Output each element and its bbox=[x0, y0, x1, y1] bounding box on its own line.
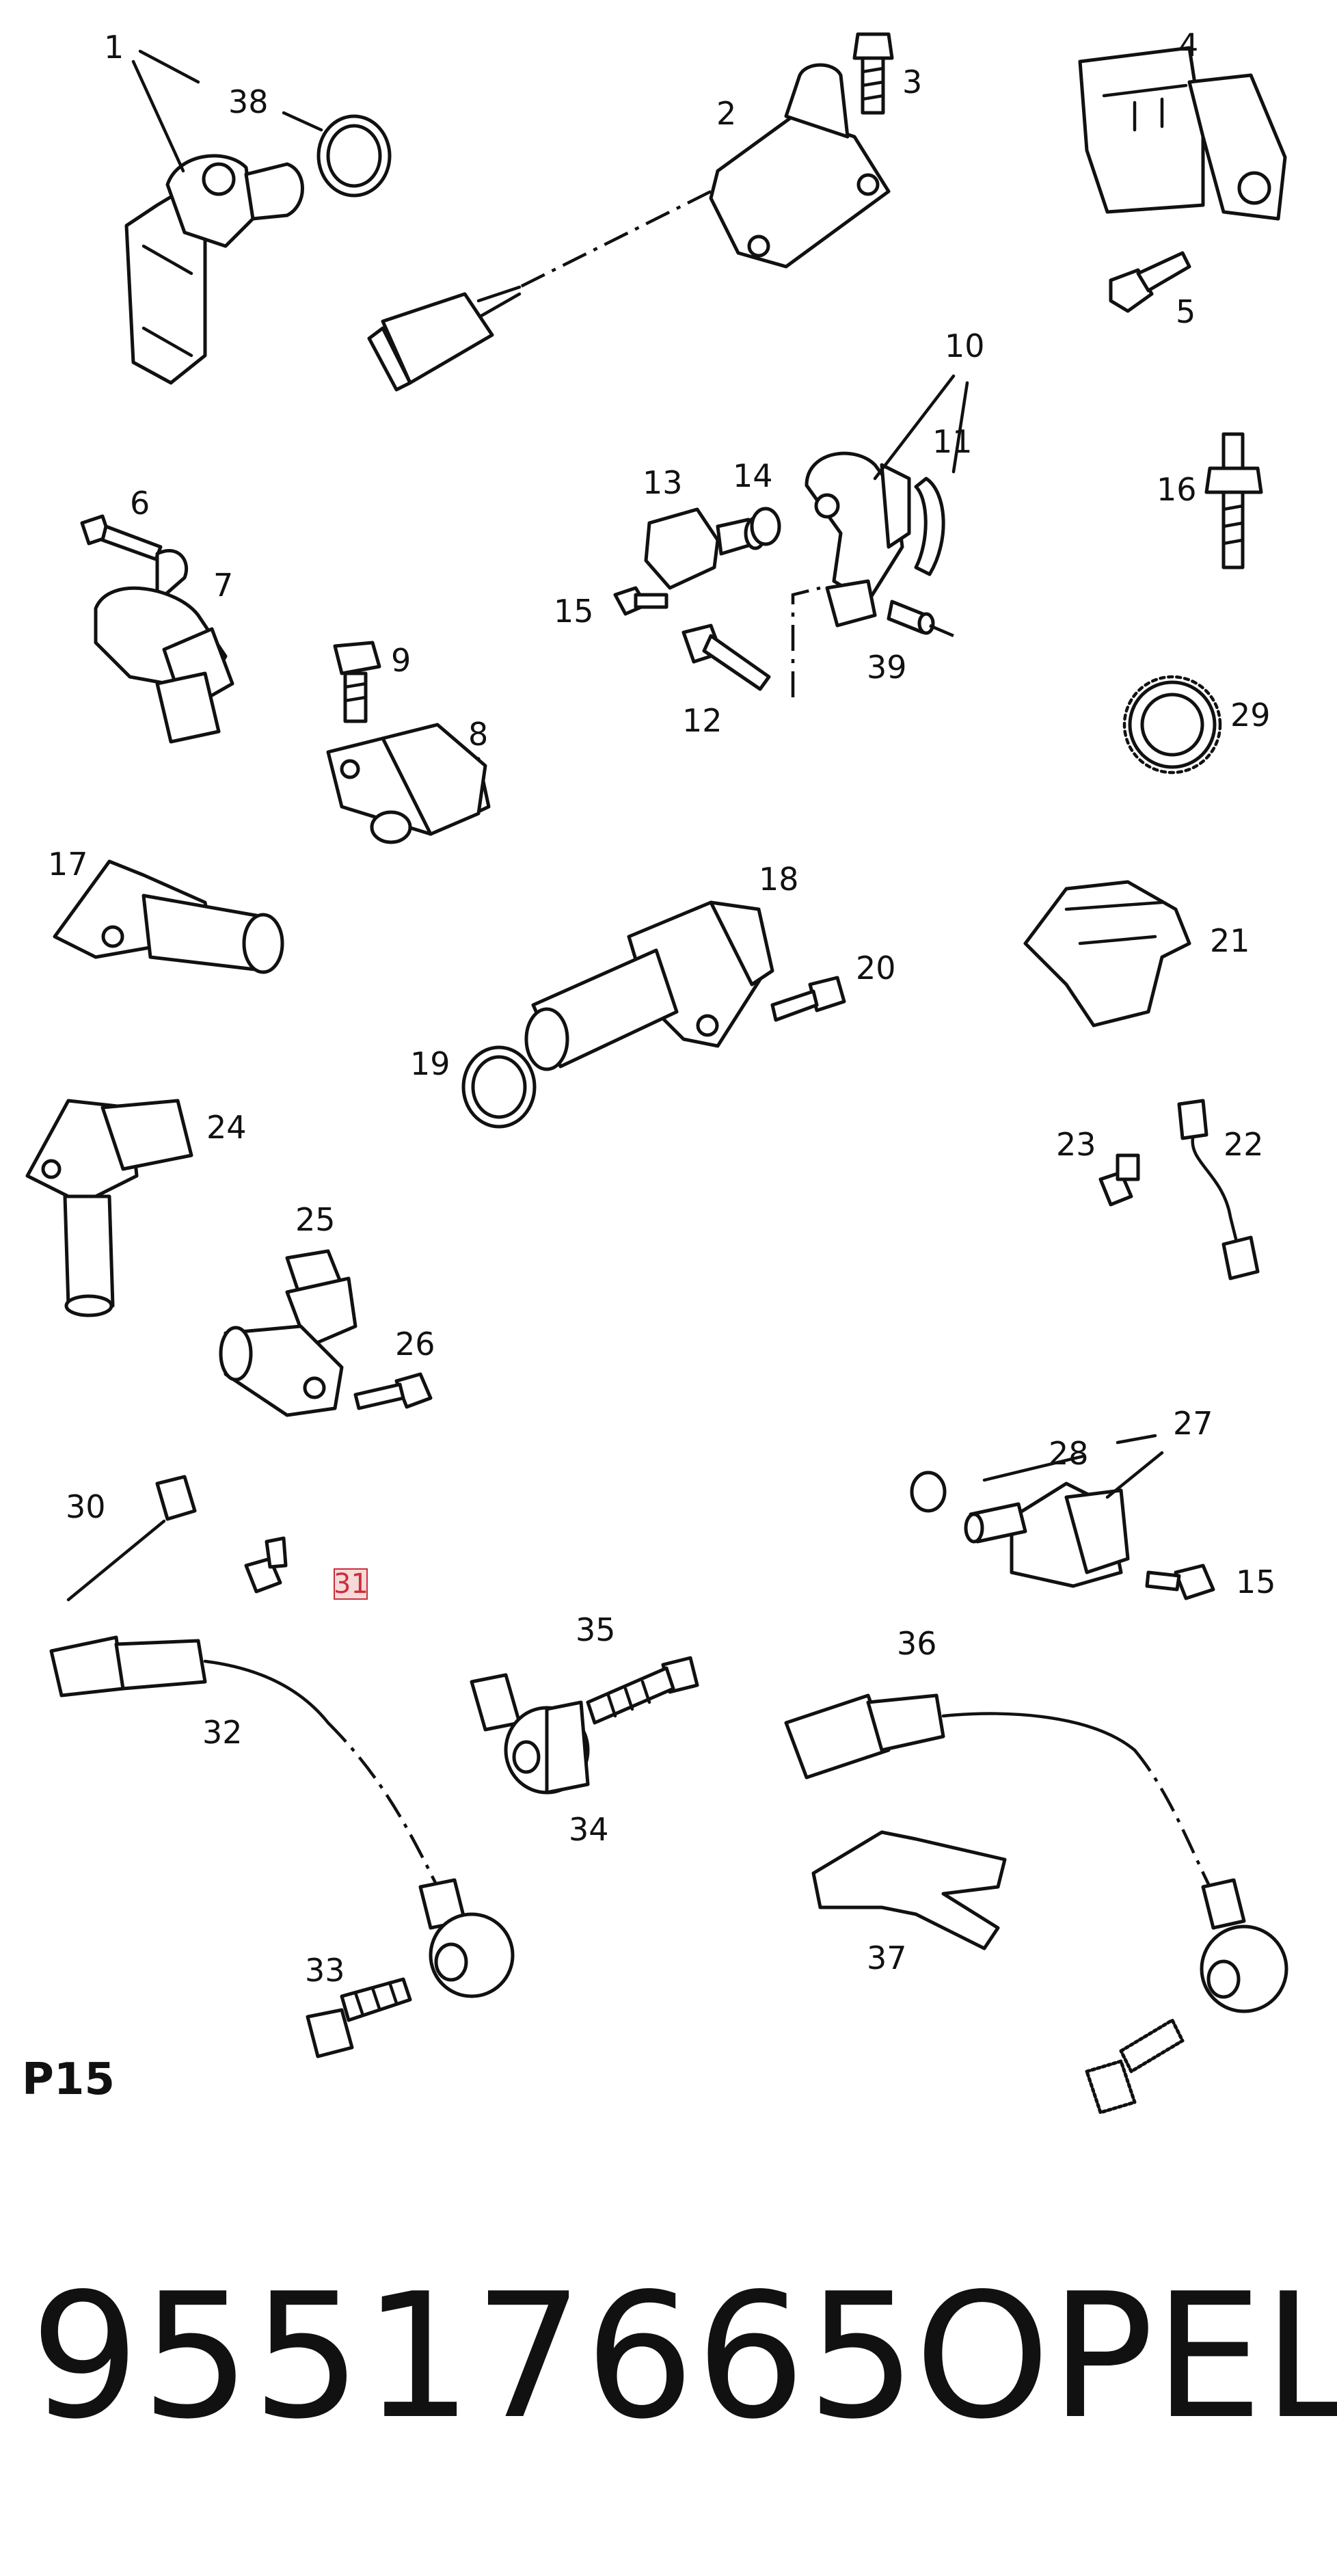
part-4-sensor bbox=[1078, 46, 1287, 221]
part-24-sensor bbox=[25, 1099, 193, 1317]
callout-31-highlighted: 31 bbox=[334, 1568, 368, 1600]
part-29-reluctor-ring bbox=[1122, 675, 1222, 775]
callout-33: 33 bbox=[305, 1952, 345, 1989]
part-6-bolt bbox=[80, 514, 163, 561]
part-9-bolt bbox=[333, 641, 381, 723]
part-19-o-ring bbox=[461, 1045, 537, 1129]
callout-35: 35 bbox=[576, 1611, 616, 1648]
part-15-bolt-upper bbox=[613, 586, 668, 616]
highlighted-callout-box bbox=[334, 1568, 368, 1600]
part-7-sensor bbox=[94, 548, 234, 744]
part-30-probe bbox=[66, 1475, 197, 1602]
brand-name: OPEL bbox=[915, 2257, 1337, 2457]
part-32-knock-sensor bbox=[49, 1635, 515, 1998]
callout-27: 27 bbox=[1173, 1405, 1213, 1442]
part-15-bolt-lower bbox=[1145, 1564, 1215, 1600]
callout-25: 25 bbox=[295, 1201, 336, 1238]
part-26-bolt bbox=[353, 1372, 433, 1410]
callout-30: 30 bbox=[66, 1488, 106, 1525]
callout-21: 21 bbox=[1210, 922, 1250, 959]
part-1-camshaft-sensor bbox=[124, 154, 304, 385]
leader-lines bbox=[131, 49, 1164, 1499]
part-3-bolt bbox=[852, 32, 894, 115]
callout-4: 4 bbox=[1178, 27, 1198, 64]
callout-26: 26 bbox=[395, 1326, 435, 1363]
part-25-sensor bbox=[219, 1249, 357, 1417]
part-39-sleeve bbox=[887, 600, 954, 638]
part-20-bolt bbox=[770, 976, 846, 1022]
callout-9: 9 bbox=[391, 642, 411, 679]
callout-22: 22 bbox=[1224, 1126, 1264, 1163]
callout-18: 18 bbox=[759, 861, 799, 898]
callout-2: 2 bbox=[716, 95, 736, 132]
callout-24: 24 bbox=[206, 1109, 247, 1146]
part-34-knock-sensor bbox=[470, 1673, 590, 1795]
callout-7: 7 bbox=[213, 567, 233, 604]
callout-12: 12 bbox=[682, 702, 722, 739]
part-33-bolt bbox=[306, 1977, 412, 2058]
page-code: P15 bbox=[22, 2054, 115, 2105]
part-16-stud bbox=[1204, 432, 1263, 569]
part-8-sensor bbox=[326, 723, 491, 844]
part-13-sensor bbox=[644, 507, 767, 590]
part-17-crankshaft-sensor bbox=[53, 859, 284, 974]
part-18-sensor bbox=[524, 900, 774, 1071]
callout-37: 37 bbox=[867, 1940, 907, 1976]
part-28-o-ring bbox=[910, 1471, 947, 1513]
callout-numbers: 1 38 2 3 4 5 10 11 6 13 14 16 7 15 9 39 … bbox=[48, 27, 1276, 1989]
callout-28: 28 bbox=[1049, 1435, 1089, 1472]
callout-38: 38 bbox=[228, 83, 269, 120]
part-21-clip bbox=[1023, 880, 1191, 1028]
callout-6: 6 bbox=[130, 485, 150, 522]
part-bolt-dotted bbox=[1085, 2018, 1185, 2115]
part-12-bolt bbox=[681, 586, 821, 697]
callout-15b: 15 bbox=[1236, 1564, 1276, 1600]
part-37-bracket bbox=[811, 1830, 1007, 1950]
callout-14: 14 bbox=[733, 457, 773, 494]
part-23-bolt bbox=[1098, 1153, 1140, 1207]
part-35-bolt bbox=[586, 1656, 699, 1725]
callout-36: 36 bbox=[897, 1625, 937, 1662]
part-38-o-ring bbox=[316, 114, 392, 198]
callout-3: 3 bbox=[902, 64, 922, 100]
callout-13: 13 bbox=[643, 464, 683, 501]
part-number: 95517665 bbox=[30, 2257, 918, 2457]
callout-20: 20 bbox=[856, 950, 896, 987]
callout-15a: 15 bbox=[554, 593, 594, 630]
callout-17: 17 bbox=[48, 846, 88, 883]
part-11-seal bbox=[914, 477, 945, 576]
callout-29: 29 bbox=[1230, 697, 1271, 734]
part-27-sensor bbox=[964, 1481, 1130, 1588]
callout-34: 34 bbox=[569, 1811, 609, 1848]
callout-16: 16 bbox=[1157, 471, 1197, 508]
part-36-knock-sensor bbox=[784, 1693, 1288, 2013]
callout-1: 1 bbox=[104, 29, 124, 66]
part-10-bracket bbox=[805, 451, 911, 628]
part-14-o-ring bbox=[750, 507, 781, 546]
callout-23: 23 bbox=[1056, 1126, 1096, 1163]
part-2-sensor-harness bbox=[367, 63, 891, 392]
callout-19: 19 bbox=[410, 1045, 450, 1082]
callout-11: 11 bbox=[932, 423, 973, 460]
callout-32: 32 bbox=[202, 1714, 243, 1751]
callout-10: 10 bbox=[945, 327, 985, 364]
callout-5: 5 bbox=[1176, 293, 1196, 330]
callout-8: 8 bbox=[468, 716, 488, 753]
part-5-bolt bbox=[1109, 251, 1191, 313]
callout-39: 39 bbox=[867, 649, 907, 686]
part-31-bolt bbox=[244, 1536, 288, 1594]
part-22-harness-sensor bbox=[1177, 1099, 1260, 1280]
